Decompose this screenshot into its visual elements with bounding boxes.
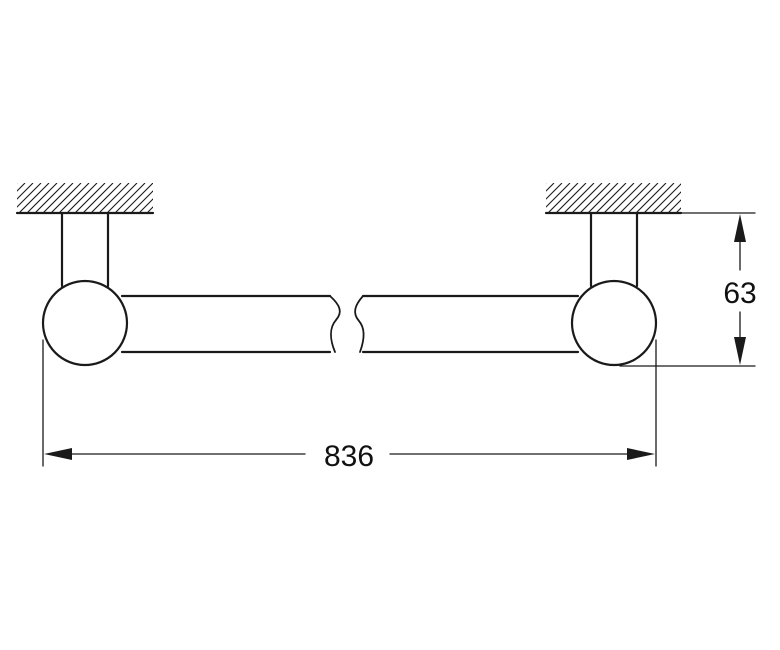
hatch-line: [651, 183, 681, 213]
rail-bar-right-segment: [354, 294, 580, 354]
hatch-line: [555, 183, 587, 213]
hatch-line: [700, 183, 730, 213]
hatch-line: [17, 183, 34, 200]
projection-arrow-bottom: [734, 337, 746, 365]
hatch-line: [179, 183, 209, 213]
projection-arrow-top: [734, 214, 746, 242]
hatch-line: [546, 183, 555, 192]
hatch-line: [98, 183, 130, 213]
hatch-line: [579, 183, 611, 213]
hatch-line: [547, 183, 579, 213]
hatch-line: [18, 183, 50, 213]
hatch-line: [82, 183, 114, 213]
hatch-line: [130, 190, 153, 213]
hatch-line: [106, 183, 138, 213]
hatch-line: [138, 198, 153, 213]
hatch-line: [627, 183, 659, 213]
hatch-line: [563, 183, 595, 213]
left-end-cap: [41, 279, 129, 367]
hatch-line: [17, 183, 18, 184]
hatch-line: [114, 183, 146, 213]
hatch-line: [587, 183, 619, 213]
rail-bar-left-segment: [120, 294, 341, 354]
hatch-line: [675, 207, 681, 213]
hatch-line: [163, 183, 193, 213]
hatch-line: [659, 191, 681, 213]
hatch-line: [146, 206, 153, 213]
hatch-line: [171, 183, 201, 213]
hatch-line: [692, 183, 722, 213]
hatch-line: [611, 183, 643, 213]
hatch-line: [66, 183, 98, 213]
length-arrow-right: [627, 448, 655, 460]
hatch-line: [603, 183, 635, 213]
hatch-line: [684, 183, 714, 213]
hatch-line: [26, 183, 58, 213]
hatch-line: [643, 183, 675, 213]
hatch-line: [546, 183, 547, 184]
hatch-line: [546, 183, 563, 200]
projection-dimension-line: [734, 214, 746, 365]
left-bracket-post: [60, 211, 110, 288]
hatch-line: [667, 199, 681, 213]
length-arrow-left: [44, 448, 72, 460]
hatch-line: [74, 183, 106, 213]
hatch-line: [17, 183, 42, 208]
hatch-line: [619, 183, 651, 213]
hatch-line: [90, 183, 122, 213]
hatch-line: [50, 183, 82, 213]
hatch-line: [546, 183, 571, 208]
left-wall-hatching: [15, 183, 209, 215]
hatch-line: [595, 183, 627, 213]
right-bracket-post: [589, 211, 639, 288]
right-wall-hatching: [544, 183, 738, 215]
projection-dimension-label: 63: [723, 277, 756, 310]
right-end-cap: [570, 279, 658, 367]
hatch-line: [155, 183, 185, 213]
hatch-line: [122, 183, 153, 213]
hatch-line: [42, 183, 74, 213]
length-dimension-line: [44, 448, 655, 460]
hatch-line: [571, 183, 603, 213]
hatch-line: [635, 183, 667, 213]
hatch-line: [34, 183, 66, 213]
hatch-line: [708, 183, 738, 213]
hatch-line: [58, 183, 90, 213]
length-dimension-label: 836: [324, 440, 374, 473]
hatch-line: [17, 183, 26, 192]
